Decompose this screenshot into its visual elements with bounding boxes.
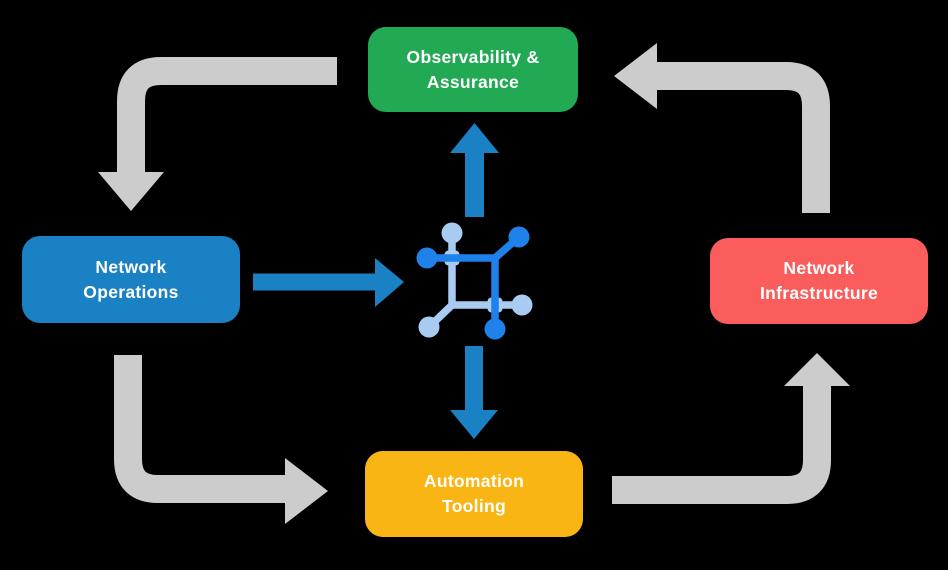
arrow-operations-to-center (253, 258, 404, 307)
node-label-line: Tooling (442, 496, 506, 516)
arrow-observability-to-operations (98, 57, 337, 211)
node-observability-assurance: Observability & Assurance (368, 27, 578, 112)
node-automation-tooling: Automation Tooling (365, 451, 583, 537)
node-label-line: Infrastructure (760, 283, 878, 303)
node-network-infrastructure: Network Infrastructure (710, 238, 928, 324)
mesh-node-dark (484, 318, 506, 340)
arrow-infrastructure-to-observability (614, 43, 830, 213)
mesh-dark-lines (427, 234, 522, 329)
arrow-center-to-observability (450, 123, 499, 217)
node-label-line: Assurance (426, 71, 520, 92)
mesh-node-light (418, 316, 440, 338)
mesh-node-dark (508, 226, 530, 248)
mesh-node-light (441, 222, 463, 244)
arrow-center-to-automation (450, 346, 498, 439)
mesh-node-light (511, 294, 533, 316)
network-mesh-icon (416, 222, 533, 340)
node-label-line: Observability & (406, 46, 540, 67)
node-label-line: Network (783, 258, 855, 279)
arrow-operations-to-automation (114, 355, 328, 524)
node-label-line: Network (95, 256, 167, 277)
arrow-automation-to-infrastructure (612, 353, 850, 504)
mesh-node-dark (416, 247, 438, 269)
node-label-line: Operations (83, 281, 179, 302)
node-network-operations: Network Operations (22, 236, 240, 323)
node-label-line: Automation (423, 471, 525, 492)
